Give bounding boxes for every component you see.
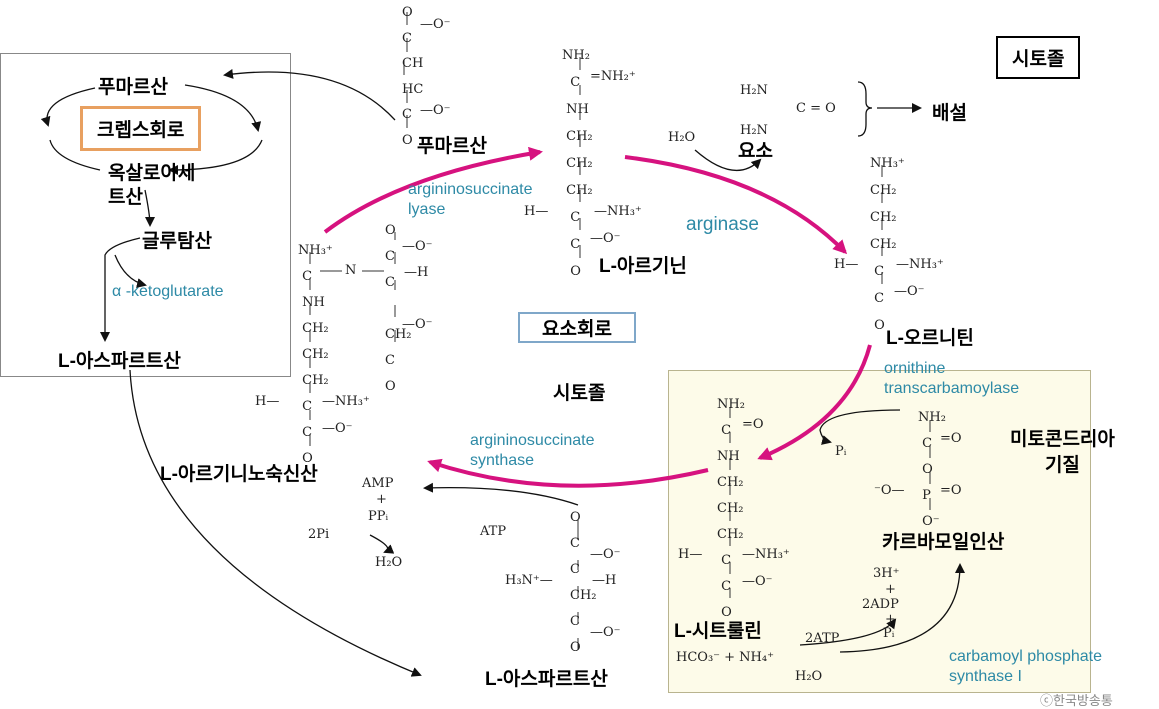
- arrow-ornithine-to-citrulline: [757, 344, 872, 461]
- two-pi-label: 2Pi: [308, 527, 330, 542]
- urea-cycle-label: 요소회로: [518, 312, 636, 343]
- fumarate-label: 푸마르산: [417, 136, 487, 157]
- adp-label: 2ADP: [862, 597, 899, 612]
- ketoglutarate-label: α -ketoglutarate: [112, 283, 224, 300]
- carbamoyl-o3: =O: [940, 483, 962, 498]
- cytosol-label-top: 시토졸: [996, 36, 1081, 79]
- arrow-asa-to-arginine: [323, 146, 543, 234]
- water-arginase: H₂O: [668, 130, 696, 145]
- water-ppi: H₂O: [375, 555, 403, 570]
- fumarate-o1: —O⁻: [420, 17, 451, 32]
- urea-label: 요소: [738, 141, 773, 162]
- mitochondria-matrix-label: 미토콘드리아 기질: [1010, 429, 1115, 476]
- asa-structure-left: NH₃⁺ C NH CH₂ CH₂ CH₂ C C O: [298, 243, 333, 466]
- asa-o2: —O⁻: [402, 317, 433, 332]
- water-cps: H₂O: [795, 669, 823, 684]
- asa-o3: —O⁻: [322, 421, 353, 436]
- plus-pi: +: [885, 612, 896, 627]
- urea-structure-h2n1: H₂N: [740, 83, 768, 98]
- asl-enzyme-label: argininosuccinate lyase: [408, 181, 533, 218]
- plus-amp: +: [376, 492, 387, 507]
- carbamoyl-o2: ⁻O—: [874, 483, 905, 498]
- citrulline-label: L-시트룰린: [674, 621, 762, 642]
- urea-structure-h2n2: H₂N: [740, 123, 768, 138]
- urea-brace: [857, 81, 873, 137]
- asa-n: N: [345, 263, 357, 278]
- urea-cycle-arrows: [323, 146, 872, 488]
- citrulline-h: H—: [678, 547, 703, 562]
- krebs-cycle-label: 크렙스회로: [80, 106, 202, 151]
- fumarate-krebs-label: 푸마르산: [98, 77, 168, 98]
- pi2-label: Pᵢ: [883, 626, 895, 641]
- arginine-label: L-아르기닌: [599, 256, 687, 277]
- citrulline-nh3: —NH₃⁺: [742, 547, 790, 562]
- arrow-citrulline-to-asa: [427, 458, 709, 488]
- side-arrows: [369, 103, 965, 653]
- plus-adp: +: [885, 582, 896, 597]
- urea-structure-co: C = O: [796, 101, 836, 116]
- arginase-enzyme-label: arginase: [686, 214, 759, 235]
- two-atp-label: 2ATP: [805, 631, 840, 646]
- asa-h2: H—: [255, 394, 280, 409]
- citrulline-o: =O: [742, 417, 764, 432]
- ornithine-label: L-오르니틴: [886, 328, 974, 349]
- asa-nh3: —NH₃⁺: [322, 394, 370, 409]
- arginine-o: —O⁻: [590, 231, 621, 246]
- structure-bonds: [309, 12, 931, 650]
- amp-label: AMP: [362, 476, 394, 491]
- ornithine-o: —O⁻: [894, 284, 925, 299]
- arrow-arginine-to-ornithine: [624, 155, 848, 255]
- arginine-nh2: =NH₂⁺: [590, 69, 636, 84]
- arginine-structure: NH₂ C NH CH₂ CH₂ CH₂ C C O: [562, 48, 593, 279]
- ppi-label: PPᵢ: [368, 509, 389, 524]
- ornithine-h: H—: [834, 257, 859, 272]
- aspartate-o2: —O⁻: [590, 625, 621, 640]
- fumarate-o2: —O⁻: [420, 103, 451, 118]
- ornithine-nh3: —NH₃⁺: [896, 257, 944, 272]
- aspartate-bottom-label: L-아스파르트산: [485, 669, 608, 690]
- aspartate-h: —H: [592, 573, 617, 588]
- carbamoyl-structure: NH₂ C O P O⁻: [918, 410, 946, 529]
- citrulline-o2: —O⁻: [742, 574, 773, 589]
- pi-label: Pᵢ: [835, 444, 847, 459]
- excretion-label: 배설: [932, 103, 967, 124]
- arginine-nh3: —NH₃⁺: [594, 204, 642, 219]
- carbamoyl-o1: =O: [940, 431, 962, 446]
- atp-label: ATP: [480, 524, 507, 539]
- asa-h: —H: [404, 265, 429, 280]
- oxaloacetate-label: 옥살로아세 트산: [108, 163, 196, 208]
- cps-enzyme-label: carbamoyl phosphate synthase I: [949, 648, 1102, 685]
- carbamoyl-phosphate-label: 카르바모일인산: [882, 532, 1005, 553]
- otc-enzyme-label: ornithine transcarbamoylase: [884, 360, 1020, 397]
- ass-enzyme-label: argininosuccinate synthase: [470, 432, 595, 469]
- argininosuccinate-label: L-아르기니노숙신산: [160, 464, 318, 485]
- bicarbonate-ammonium: HCO₃⁻ + NH₄⁺: [676, 650, 774, 665]
- aspartate-h3n: H₃N⁺—: [505, 573, 553, 588]
- asa-o1: —O⁻: [402, 239, 433, 254]
- mitochondria-matrix-region: [668, 370, 1091, 693]
- aspartate-left-label: L-아스파르트산: [58, 351, 181, 372]
- cytosol-label-center: 시토졸: [553, 383, 606, 404]
- krebs-arrows: [40, 69, 422, 677]
- glutamate-label: 글루탐산: [142, 231, 212, 252]
- aspartate-o1: —O⁻: [590, 547, 621, 562]
- arginine-h: H—: [524, 204, 549, 219]
- h-plus-label: 3H⁺: [873, 566, 900, 581]
